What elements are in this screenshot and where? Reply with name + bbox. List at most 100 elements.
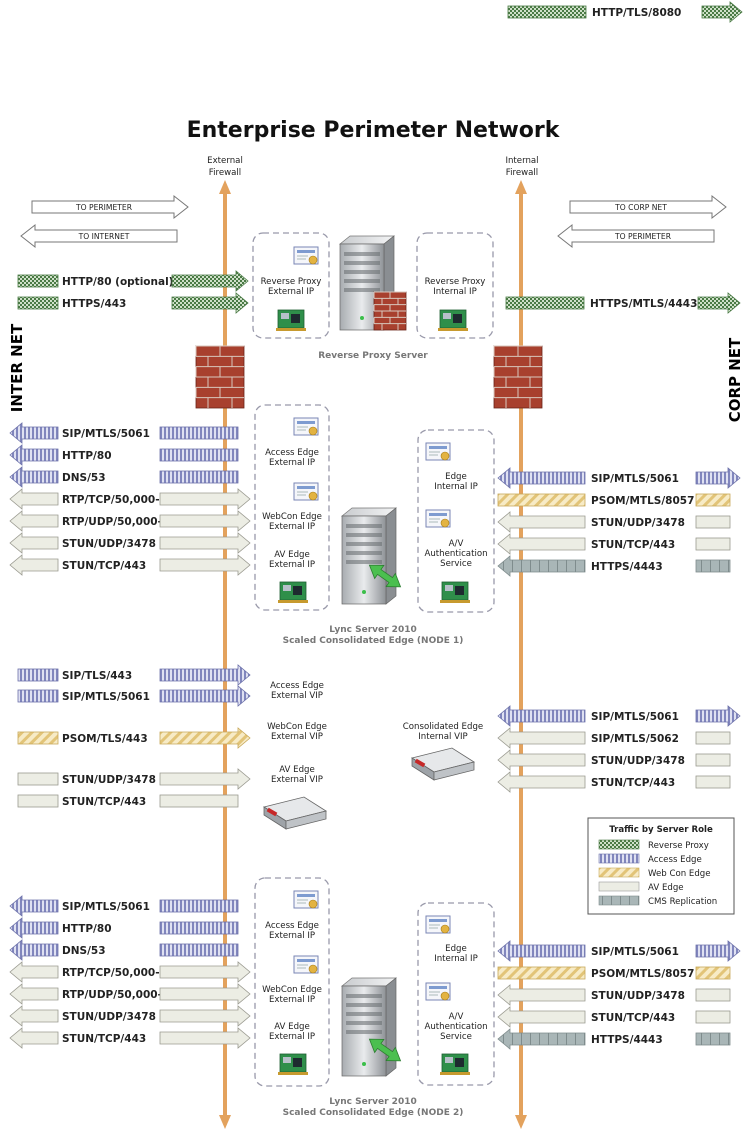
reverse-proxy-caption: Reverse Proxy Server: [318, 351, 428, 361]
node2-left-flow: STUN/UDP/3478: [9, 1005, 251, 1027]
legend-item-cms-replication: CMS Replication: [648, 897, 717, 907]
internet-label: INTER NET: [8, 323, 26, 412]
flow-arrow: [695, 775, 731, 789]
vip-left-flow: SIP/MTLS/5061: [17, 685, 251, 707]
flow-arrow: [159, 685, 251, 707]
node2-role-boxes: Access Edge External IP WebCon Edge Exte…: [254, 877, 495, 1087]
flow-label: STUN/TCP/443: [62, 796, 146, 808]
node2-caption-2: Scaled Consolidated Edge (NODE 2): [283, 1108, 464, 1118]
to-perimeter-arrow-right: TO PERIMETER: [557, 223, 715, 249]
n2-internal-certificate-icon: [425, 915, 451, 934]
external-firewall-label-1: External: [207, 156, 243, 166]
flow-arrow: [9, 961, 59, 983]
internal-firewall-line: [515, 180, 527, 1129]
external-firewall-line: [219, 180, 231, 1129]
flow-arrow: [497, 984, 586, 1006]
flow-arrow: [9, 510, 59, 532]
internal-firewall-label-1: Internal: [505, 156, 538, 166]
flow-arrow: [159, 448, 239, 462]
vip-internal-label-1: Consolidated Edge: [403, 722, 483, 732]
svg-text:A/V: A/V: [449, 1012, 464, 1022]
flow-label: SIP/MTLS/5061: [591, 711, 679, 723]
flow-arrow: [497, 533, 586, 555]
reverse-proxy-ext-box: Reverse Proxy External IP: [252, 232, 330, 339]
node2-left-flow: DNS/53: [9, 939, 239, 961]
node2-left-flow: RTP/UDP/50,000-59,999: [9, 983, 251, 1005]
flow-arrow: [695, 966, 731, 980]
vip-left-flow: PSOM/TLS/443: [17, 727, 251, 749]
flow-arrow: [159, 510, 251, 532]
flow-arrow: [9, 939, 59, 961]
flow-arrow: [9, 983, 59, 1005]
n1-internal-certificate-icon: [425, 442, 451, 461]
flow-arrow: [497, 966, 586, 980]
svg-text:Edge: Edge: [445, 944, 467, 954]
legend-item-access-edge: Access Edge: [648, 855, 702, 865]
device-icons: [195, 235, 543, 1077]
flow-arrow: [9, 444, 59, 466]
node1-caption-2: Scaled Consolidated Edge (NODE 1): [283, 636, 464, 646]
flow-arrow: [17, 689, 59, 703]
node2-left-flow: SIP/MTLS/5061: [9, 895, 239, 917]
n2-av-nic-icon: [278, 1053, 308, 1075]
internal-load-balancer-icon: [410, 747, 476, 781]
to-internet-arrow: TO INTERNET: [20, 223, 178, 249]
flow-arrow: [159, 1005, 251, 1027]
flow-arrow: [9, 532, 59, 554]
flow-arrow: [159, 554, 251, 576]
flow-arrow: [17, 772, 59, 786]
node2-right-flow: STUN/TCP/443: [497, 1006, 731, 1028]
flow-label: PSOM/TLS/443: [62, 733, 148, 745]
svg-text:TO CORP NET: TO CORP NET: [614, 203, 667, 212]
n1-auth-certificate-icon: [425, 509, 451, 528]
flow-label: STUN/UDP/3478: [62, 538, 156, 550]
vip-right-flow: SIP/MTLS/5061: [497, 705, 741, 727]
rp-ext-nic-icon: [276, 309, 306, 331]
svg-text:Internal IP: Internal IP: [434, 482, 478, 492]
flow-label: STUN/UDP/3478: [62, 774, 156, 786]
svg-text:A/V: A/V: [449, 539, 464, 549]
flow-arrow: [695, 705, 741, 727]
flow-label: SIP/MTLS/5062: [591, 733, 679, 745]
svg-text:Service: Service: [440, 559, 472, 569]
node1-left-flow: RTP/TCP/50,000-59,999: [9, 488, 251, 510]
flow-label: STUN/TCP/443: [62, 560, 146, 572]
svg-text:External IP: External IP: [269, 995, 315, 1005]
svg-text:TO PERIMETER: TO PERIMETER: [75, 203, 133, 212]
svg-text:Internal IP: Internal IP: [433, 287, 477, 297]
svg-text:External IP: External IP: [269, 931, 315, 941]
flow-label: PSOM/MTLS/8057: [591, 968, 694, 980]
flow-label: PSOM/MTLS/8057: [591, 495, 694, 507]
flow-arrow: [497, 511, 586, 533]
external-load-balancer-icon: [262, 796, 328, 830]
rp-flow-http80: HTTP/80 (optional): [17, 270, 249, 292]
node2-right-flow: PSOM/MTLS/8057: [497, 966, 731, 980]
flow-arrow: [9, 422, 59, 444]
svg-text:TO INTERNET: TO INTERNET: [78, 232, 130, 241]
flow-arrow: [159, 768, 251, 790]
flow-arrow: [695, 493, 731, 507]
vip-webcon-label-2: External VIP: [271, 732, 323, 742]
flow-arrow: [497, 771, 586, 793]
flow-arrow: [159, 532, 251, 554]
flow-label: HTTP/80: [62, 450, 112, 462]
flow-label: SIP/MTLS/5061: [62, 901, 150, 913]
n1-webcon-certificate-icon: [293, 482, 319, 501]
n1-av-nic-icon: [278, 581, 308, 603]
node1-left-flow: HTTP/80: [9, 444, 239, 466]
svg-text:Reverse Proxy: Reverse Proxy: [261, 277, 322, 287]
flow-arrow: [695, 1032, 731, 1046]
flow-arrow: [9, 917, 59, 939]
flow-arrow: [497, 749, 586, 771]
n1-access-certificate-icon: [293, 417, 319, 436]
node2-left-flow: STUN/TCP/443: [9, 1027, 251, 1049]
svg-text:Authentication: Authentication: [424, 1022, 487, 1032]
legend-item-av-edge: AV Edge: [648, 883, 684, 893]
svg-text:HTTP/80 (optional): HTTP/80 (optional): [62, 276, 173, 288]
node1-right-flow: HTTPS/4443: [497, 555, 731, 577]
flow-arrow: [159, 488, 251, 510]
flow-label: HTTP/80: [62, 923, 112, 935]
flow-arrow: [497, 555, 586, 577]
flow-label: HTTPS/4443: [591, 1034, 663, 1046]
flow-arrow: [497, 727, 586, 749]
